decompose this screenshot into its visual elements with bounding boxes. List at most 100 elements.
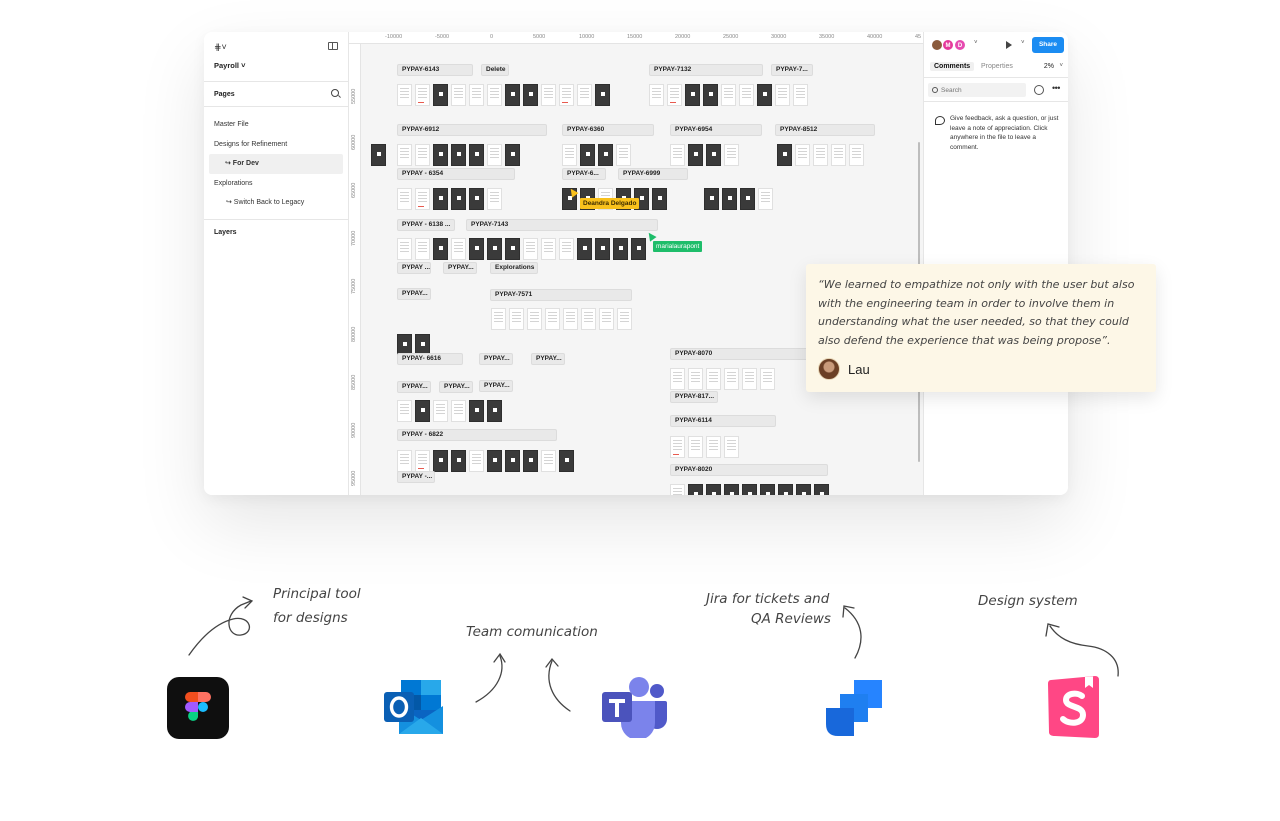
right-panel-header: M D ˅ ˅ Share — [924, 32, 1068, 56]
pages-list: Master File Designs for Refinement ↪ For… — [204, 107, 348, 220]
storybook-icon — [1048, 676, 1099, 738]
ruler-tick: 55000 — [351, 88, 357, 104]
frame-label[interactable]: PYPAY... — [443, 262, 477, 274]
page-for-dev[interactable]: ↪ For Dev — [209, 154, 343, 174]
right-panel-tabs: Comments Properties 2% ˅ — [924, 56, 1068, 78]
arrow-outlook — [475, 652, 506, 703]
ruler-tick: 80000 — [351, 326, 357, 342]
frame-label[interactable]: Explorations — [490, 262, 538, 274]
share-button[interactable]: Share — [1032, 37, 1064, 53]
frame-label[interactable]: PYPAY-6360 — [562, 124, 654, 136]
frame-thumbnails — [397, 144, 520, 166]
ruler-top: -10000 -5000 0 5000 10000 15000 20000 25… — [349, 32, 923, 44]
frame-label[interactable]: PYPAY... — [397, 288, 431, 300]
outlook-icon — [384, 680, 443, 734]
avatar[interactable]: D — [954, 39, 966, 51]
frame-label[interactable]: PYPAY - 6822 — [397, 429, 557, 441]
frame-thumbnails — [670, 368, 775, 390]
frame-label[interactable]: PYPAY-7... — [771, 64, 813, 76]
search-icon[interactable] — [331, 89, 339, 97]
page-explorations[interactable]: Explorations — [214, 179, 253, 187]
pages-title: Pages — [214, 91, 235, 98]
frame-label[interactable]: PYPAY-7132 — [649, 64, 763, 76]
frame-thumbnails — [704, 188, 773, 210]
frame-thumbnails — [397, 238, 646, 260]
more-icon[interactable]: ••• — [1052, 83, 1060, 93]
frame-label[interactable]: PYPAY-6999 — [618, 168, 688, 180]
ruler-tick: 20000 — [675, 34, 691, 40]
page-switch-back-to-legacy[interactable]: ↪ Switch Back to Legacy — [226, 199, 305, 206]
arrow-teams — [545, 657, 571, 712]
author-avatar — [818, 358, 840, 380]
comment-search-row: ••• — [924, 78, 1068, 102]
ruler-tick: 30000 — [771, 34, 787, 40]
frame-label[interactable]: PYPAY-6143 — [397, 64, 473, 76]
frame-label[interactable]: PYPAY-8070 — [670, 348, 810, 360]
frame-label[interactable]: PYPAY... — [479, 380, 513, 392]
frame-label[interactable]: PYPAY... — [439, 381, 473, 393]
page-designs-for-refinement[interactable]: Designs for Refinement — [214, 140, 288, 148]
frame-label[interactable]: PYPAY-6912 — [397, 124, 547, 136]
ruler-tick: -10000 — [385, 34, 403, 40]
frame-thumbnails — [670, 436, 739, 458]
jira-note-line2: QA Reviews — [751, 611, 831, 627]
filter-icon[interactable] — [1034, 85, 1044, 95]
chevron-down-icon[interactable]: ˅ — [1021, 40, 1025, 46]
page-master-file[interactable]: Master File — [214, 121, 249, 128]
frame-label[interactable]: PYPAY... — [397, 381, 431, 393]
file-name[interactable]: Payroll ˅ — [214, 61, 246, 70]
frame-label[interactable]: PYPAY-6114 — [670, 415, 776, 427]
frame-label[interactable]: PYPAY-6... — [562, 168, 606, 180]
left-panel-header: ⋕˅ Payroll ˅ — [204, 32, 348, 82]
comment-icon — [935, 116, 945, 125]
cursor-label: Deandra Delgado — [580, 198, 640, 209]
frame-label[interactable]: PYPAY-6954 — [670, 124, 762, 136]
frame-label[interactable]: PYPAY ... — [397, 262, 431, 274]
frame-label[interactable]: PYPAY-817... — [670, 391, 718, 403]
zoom-level[interactable]: 2% — [1043, 63, 1054, 70]
ruler-tick: 60000 — [351, 134, 357, 150]
sidebar-toggle-icon[interactable] — [328, 42, 338, 50]
frame-label[interactable]: PYPAY-7143 — [466, 219, 658, 231]
arrow-figma — [188, 596, 254, 656]
comments-empty-message: Give feedback, ask a question, or just l… — [950, 115, 1059, 151]
testimonial-quote: “We learned to empathize not only with t… — [818, 278, 1135, 347]
frame-label[interactable]: Delete — [481, 64, 509, 76]
ruler-tick: 40000 — [867, 34, 883, 40]
frame-label[interactable]: PYPAY-8512 — [775, 124, 875, 136]
frame-label[interactable]: PYPAY- 6616 — [397, 353, 463, 365]
frame-label[interactable]: PYPAY... — [479, 353, 513, 365]
frame-label[interactable]: PYPAY... — [531, 353, 565, 365]
ruler-tick: 10000 — [579, 34, 595, 40]
frame-label[interactable]: PYPAY-8020 — [670, 464, 828, 476]
frame-thumbnails — [670, 484, 829, 495]
ruler-tick: 25000 — [723, 34, 739, 40]
frame-label[interactable]: PYPAY - 6138 ... — [397, 219, 455, 231]
ruler-tick: 70000 — [351, 230, 357, 246]
frame-label[interactable]: PYPAY-7571 — [490, 289, 632, 301]
frame-thumbnails — [649, 84, 808, 106]
frame-thumbnails — [397, 400, 502, 422]
canvas[interactable]: -10000 -5000 0 5000 10000 15000 20000 25… — [349, 32, 923, 495]
comment-search-input[interactable] — [928, 83, 1026, 97]
ruler-tick: 90000 — [351, 422, 357, 438]
chevron-down-icon[interactable]: ˅ — [1059, 63, 1063, 69]
tab-properties[interactable]: Properties — [981, 63, 1013, 70]
right-panel: M D ˅ ˅ Share Comments Properties 2% ˅ •… — [923, 32, 1068, 495]
arrow-storybook — [1045, 623, 1119, 677]
frame-label[interactable]: PYPAY -... — [397, 471, 435, 483]
frame-label[interactable]: PYPAY - 6354 — [397, 168, 515, 180]
tab-comments[interactable]: Comments — [930, 62, 975, 71]
avatar[interactable]: M — [942, 39, 954, 51]
teams-icon — [602, 677, 667, 738]
play-icon[interactable] — [1006, 41, 1012, 49]
team-note: Team comunication — [466, 624, 598, 640]
ruler-tick: 85000 — [351, 374, 357, 390]
ruler-tick: 75000 — [351, 278, 357, 294]
search-icon — [932, 87, 938, 93]
figma-note-line2: for designs — [273, 610, 348, 626]
chevron-down-icon[interactable]: ˅ — [974, 40, 978, 46]
frame-thumbnails — [562, 144, 631, 166]
main-menu-icon[interactable]: ⋕˅ — [214, 42, 227, 52]
cursor-label: marialaurapont — [653, 241, 703, 252]
